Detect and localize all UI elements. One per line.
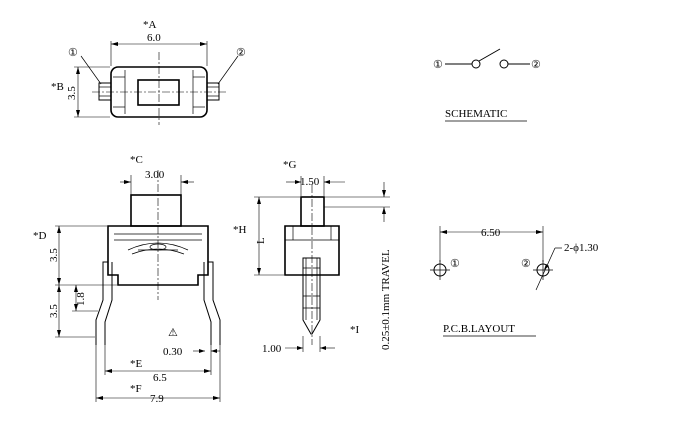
warning-triangle: ⚠ (168, 327, 178, 339)
top-plunger (137, 79, 180, 106)
schematic-pin1: ① (433, 59, 443, 71)
dim-plunger-width: 3.00 (145, 169, 165, 181)
dim-lead-width: 1.00 (262, 343, 282, 355)
dim-upper-3-5: 3.5 (48, 248, 60, 262)
label-g: *G (283, 159, 297, 171)
hole-spec: 2-ϕ1.30 (564, 242, 599, 254)
dim-width-6: 6.0 (147, 32, 161, 44)
front-plunger (130, 194, 182, 227)
dim-pcb-spacing: 6.50 (481, 227, 501, 239)
side-lead (302, 257, 321, 335)
top-pin2-marker: ② (236, 47, 246, 59)
pcb-pin1: ① (450, 258, 460, 270)
dim-overall-7-9: 7.9 (150, 393, 164, 405)
front-right-lead (203, 261, 221, 345)
schematic-pin2: ② (531, 59, 541, 71)
side-view: *G 1.50 0.25±0.1mm TRAVEL *H L 1.00 *I (233, 159, 392, 355)
pcb-layout: 6.50 ① ② 2-ϕ1.30 P.C.B.LAYOUT (430, 226, 599, 337)
front-view: *C 3.00 *D 3.5 3.5 1.8 ⚠ 0.30 *E 6.5 (33, 154, 221, 405)
label-f: *F (130, 383, 142, 395)
label-d: *D (33, 230, 47, 242)
dim-pitch-6-5: 6.5 (153, 372, 167, 384)
side-plunger (300, 196, 325, 227)
schematic: ① ② SCHEMATIC (433, 48, 541, 122)
top-view: *A 6.0 *B 3.5 ① ② (51, 19, 246, 125)
switch-blade (478, 48, 501, 62)
label-e: *E (130, 358, 143, 370)
dim-height-3-5: 3.5 (66, 86, 78, 100)
dim-height-l: L (255, 237, 267, 244)
pcb-pin2: ② (521, 258, 531, 270)
pcb-title: P.C.B.LAYOUT (443, 323, 515, 335)
right-terminal (206, 82, 220, 101)
label-h: *H (233, 224, 247, 236)
label-c: *C (130, 154, 143, 166)
front-body-outline (107, 225, 209, 286)
dim-lower-3-5: 3.5 (48, 304, 60, 318)
label-i: *I (350, 324, 360, 336)
left-terminal (98, 82, 112, 101)
dim-plunger-depth: 1.50 (300, 176, 320, 188)
label-b: *B (51, 81, 64, 93)
dim-inner-1-8: 1.8 (75, 292, 87, 306)
schematic-title: SCHEMATIC (445, 108, 507, 120)
label-a: *A (143, 19, 157, 31)
dim-lead-thickness: 0.30 (163, 346, 183, 358)
top-pin1-marker: ① (68, 47, 78, 59)
travel-spec: 0.25±0.1mm TRAVEL (380, 249, 392, 350)
side-body-outline (284, 225, 340, 276)
front-left-lead (95, 261, 113, 345)
